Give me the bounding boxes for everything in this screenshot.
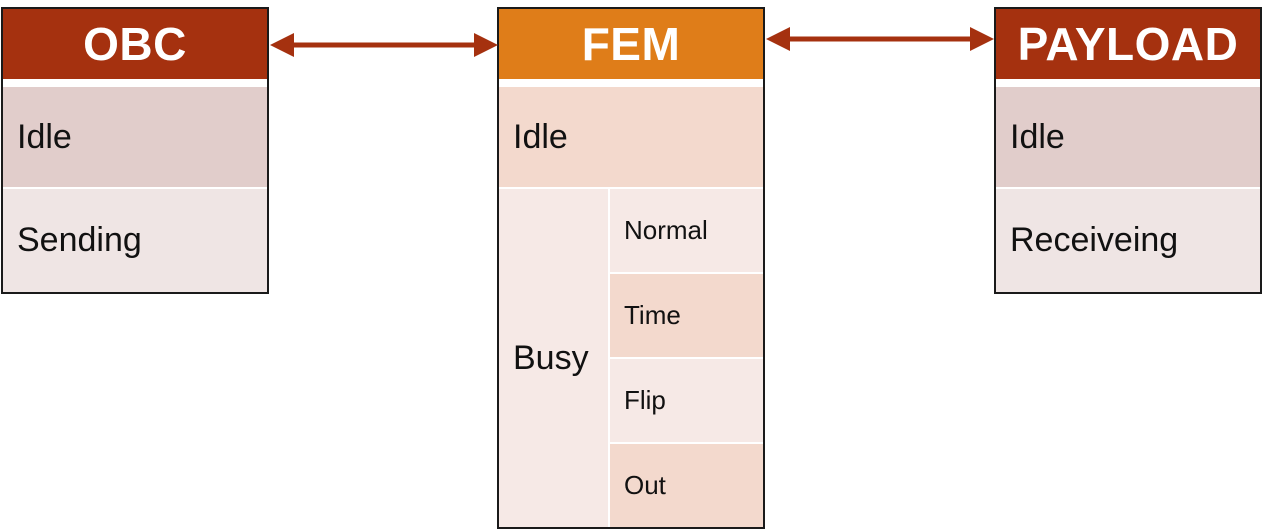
fem-title: FEM <box>499 9 763 79</box>
arrow-obc-fem <box>270 33 498 57</box>
fem-substate-out: Out <box>610 444 763 527</box>
fem-substate-normal: Normal <box>610 189 763 272</box>
payload-block: PAYLOAD Idle Receiveing <box>994 7 1262 294</box>
obc-title: OBC <box>3 9 267 79</box>
payload-title: PAYLOAD <box>996 9 1260 79</box>
fem-block: FEM Idle Busy Normal Time Flip Out <box>497 7 765 529</box>
payload-state-receiving: Receiveing <box>996 189 1260 292</box>
fem-state-busy: Busy <box>499 189 608 527</box>
fem-substate-flip: Flip <box>610 359 763 442</box>
fem-state-idle: Idle <box>499 87 763 187</box>
arrow-fem-payload <box>766 27 994 51</box>
fem-substate-time: Time <box>610 274 763 357</box>
obc-state-sending: Sending <box>3 189 267 292</box>
obc-state-idle: Idle <box>3 87 267 187</box>
obc-block: OBC Idle Sending <box>1 7 269 294</box>
payload-state-idle: Idle <box>996 87 1260 187</box>
